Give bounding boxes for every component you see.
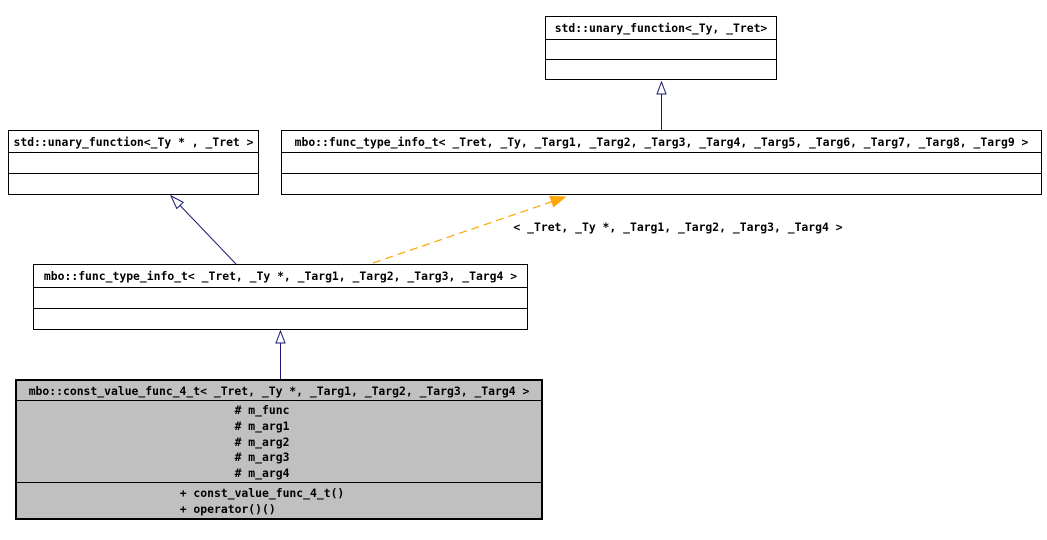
methods-compartment: + const_value_func_4_t() + operator()() (17, 482, 541, 518)
attributes-compartment-empty (34, 287, 527, 308)
method: + const_value_func_4_t() (179, 486, 345, 500)
class-node-const-value-func-4-t[interactable]: mbo::const_value_func_4_t< _Tret, _Ty *,… (15, 379, 543, 520)
class-node-std-unary-function-ptr[interactable]: std::unary_function<_Ty * , _Tret > (8, 130, 259, 195)
class-title: mbo::func_type_info_t< _Tret, _Ty *, _Ta… (43, 269, 518, 283)
inheritance-edge-full-to-base (656, 80, 667, 130)
attribute: # m_arg4 (234, 466, 290, 481)
hollow-triangle-arrowhead-icon (169, 194, 185, 210)
inheritance-edge-ptr-to-unaryptr (169, 194, 237, 265)
class-title: std::unary_function<_Ty * , _Tret > (13, 134, 254, 149)
class-node-func-type-info-t-ptr[interactable]: mbo::func_type_info_t< _Tret, _Ty *, _Ta… (33, 264, 528, 330)
solid-orange-arrowhead-icon (549, 195, 567, 208)
attribute: # m_arg3 (234, 450, 290, 465)
method: + operator()() (179, 502, 276, 516)
attribute: # m_arg1 (234, 418, 290, 433)
methods-compartment-empty (34, 308, 527, 329)
inheritance-edge-constvalue-to-ptr (275, 329, 286, 379)
hollow-triangle-arrowhead-icon (275, 329, 286, 344)
attributes-compartment: # m_func # m_arg1 # m_arg2 # m_arg3 # m_… (17, 400, 541, 482)
class-node-func-type-info-t-full[interactable]: mbo::func_type_info_t< _Tret, _Ty, _Targ… (281, 130, 1042, 195)
attributes-compartment-empty (9, 152, 258, 173)
attributes-compartment-empty (282, 152, 1041, 173)
methods-compartment-empty (9, 173, 258, 194)
attributes-compartment-empty (546, 39, 776, 59)
class-node-std-unary-function[interactable]: std::unary_function<_Ty, _Tret> (545, 16, 777, 80)
attribute: # m_func (234, 403, 290, 417)
hollow-triangle-arrowhead-icon (656, 80, 667, 95)
class-title: mbo::const_value_func_4_t< _Tret, _Ty *,… (28, 383, 530, 398)
template-instantiation-edge-label: < _Tret, _Ty *, _Targ1, _Targ2, _Targ3, … (513, 220, 843, 234)
attribute: # m_arg2 (234, 434, 290, 449)
class-title: std::unary_function<_Ty, _Tret> (554, 21, 768, 35)
class-title: mbo::func_type_info_t< _Tret, _Ty, _Targ… (294, 134, 1029, 149)
methods-compartment-empty (546, 59, 776, 79)
methods-compartment-empty (282, 173, 1041, 194)
